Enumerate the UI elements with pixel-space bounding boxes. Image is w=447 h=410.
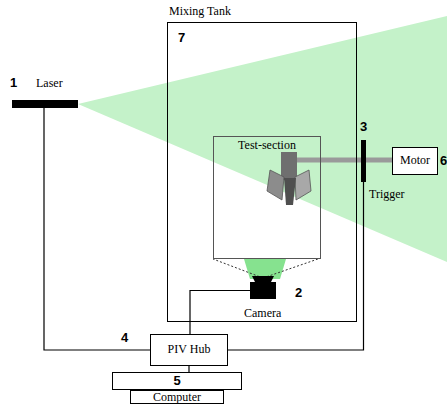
- callout-number: 6: [440, 154, 447, 168]
- device-label: Motor: [400, 154, 430, 167]
- computer-monitor: 5Computer: [112, 372, 242, 390]
- field-of-view-line: [213, 259, 263, 278]
- laser-sheet: [78, 16, 447, 262]
- section-title: Test-section: [238, 139, 296, 152]
- motor-shaft: [294, 158, 392, 163]
- stirrer-blade: [284, 178, 296, 205]
- callout-number: 3: [360, 120, 367, 134]
- tank-title: Mixing Tank: [169, 5, 231, 18]
- signal-wire: [228, 182, 364, 350]
- laser-bar: 1Laser: [12, 100, 78, 108]
- callout-number: 2: [295, 286, 302, 300]
- trigger-bar: 3Trigger: [361, 140, 366, 182]
- device-label: Laser: [36, 77, 63, 90]
- field-of-view-line: [263, 259, 318, 278]
- device-label: Camera: [244, 307, 281, 320]
- callout-number: 7: [178, 31, 185, 45]
- motor-box: Motor: [392, 147, 438, 175]
- callout-number: 5: [173, 374, 180, 388]
- stirrer-blade: [295, 170, 311, 200]
- device-label: Trigger: [369, 188, 405, 201]
- device-label: Computer: [130, 390, 224, 404]
- device-label: PIV Hub: [168, 343, 211, 356]
- stirrer: [267, 152, 311, 205]
- tank-outline: Test-sectionMixing Tank7: [167, 22, 357, 322]
- callout-number: 4: [121, 331, 128, 345]
- callout-number: 1: [10, 76, 17, 90]
- camera-body: 2Camera: [250, 282, 276, 299]
- signal-wire: [190, 291, 250, 335]
- signal-wire: [44, 108, 150, 350]
- piv-hub-box: 4PIV Hub: [150, 334, 228, 366]
- stirrer-blade: [267, 170, 284, 200]
- test-section-box: Test-section: [213, 136, 321, 259]
- stirrer-hub: [281, 152, 297, 180]
